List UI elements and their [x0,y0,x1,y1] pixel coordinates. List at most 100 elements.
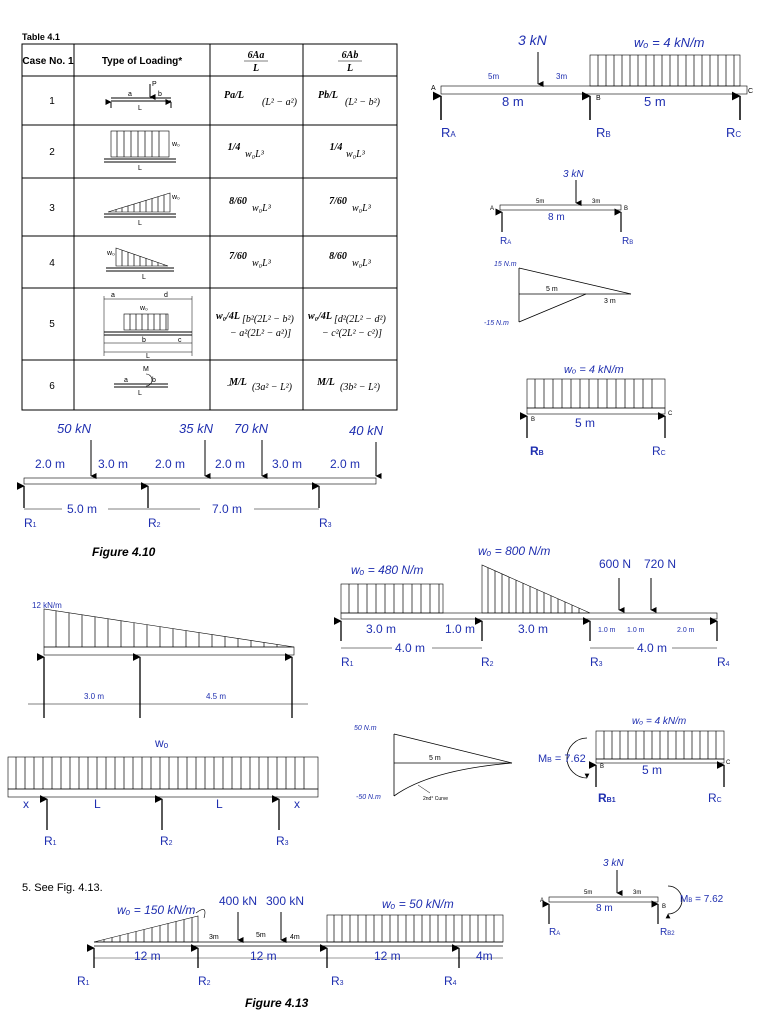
svg-text:RC: RC [708,791,722,805]
svg-text:15 N.m: 15 N.m [494,261,517,268]
svg-text:w₀L³: w₀L³ [352,203,372,214]
svg-text:1.0 m: 1.0 m [445,622,475,636]
svg-text:R1: R1 [341,655,354,669]
svg-text:wₒ = 800 N/m: wₒ = 800 N/m [478,544,550,558]
svg-text:MB = 7.62: MB = 7.62 [680,894,724,905]
svg-text:8/60: 8/60 [229,196,247,207]
svg-text:2.0 m: 2.0 m [35,457,65,471]
svg-text:3.0 m: 3.0 m [84,692,104,701]
header-loading: Type of Loading* [102,56,182,67]
svg-text:3 kN: 3 kN [518,32,548,48]
svg-text:b: b [142,337,146,344]
svg-text:C: C [748,88,753,95]
item-5-text: 5. See Fig. 4.13. [22,882,103,894]
svg-text:− c²(2L² − c²)]: − c²(2L² − c²)] [322,328,382,339]
svg-text:-50 N.m: -50 N.m [356,794,381,801]
svg-text:50 kN: 50 kN [57,421,92,436]
svg-text:B: B [531,417,535,423]
svg-text:2.0 m: 2.0 m [330,457,360,471]
svg-text:RC: RC [726,125,741,140]
svg-text:w₀/4L: w₀/4L [308,311,332,322]
svg-text:(L² − b²): (L² − b²) [345,97,381,108]
svg-text:70 kN: 70 kN [234,421,269,436]
svg-text:L: L [138,165,142,172]
moment-diagram-15: 15 N.m -15 N.m 5 m 3 m [484,261,632,327]
svg-text:wₒ = 4 kN/m: wₒ = 4 kN/m [632,716,686,727]
svg-text:RB: RB [596,125,611,140]
svg-text:1.0 m: 1.0 m [598,627,616,634]
svg-text:[d²(2L² − d²): [d²(2L² − d²) [334,314,387,325]
svg-text:4m: 4m [476,949,493,963]
svg-text:P: P [152,81,157,88]
svg-text:RA: RA [500,236,511,247]
svg-text:−: − [226,381,233,392]
svg-text:5 m: 5 m [644,94,666,109]
table-4-1: Table 4.1 Case No. 1 Type of Loading* 6A… [21,32,398,411]
svg-text:3m: 3m [209,934,219,941]
sketch-uniform-load: w₀ L [104,130,180,172]
sketch-triangular-load-right: w₀ L [104,192,180,227]
svg-text:R1: R1 [44,834,57,848]
svg-text:C: C [726,760,731,766]
svg-text:x: x [23,797,29,811]
svg-text:3m: 3m [556,72,567,81]
figure-caption: Figure 4.13 [245,996,309,1010]
svg-text:wₒ = 480 N/m: wₒ = 480 N/m [351,563,423,577]
svg-text:wₒ = 4 kN/m: wₒ = 4 kN/m [634,35,705,50]
svg-text:R2: R2 [481,655,494,669]
svg-text:3m: 3m [592,199,600,205]
figure-triangular-load-beam: 12 kN/m 3.0 m 4.5 m [28,601,308,718]
svg-text:7.0 m: 7.0 m [212,502,242,516]
svg-text:RA: RA [441,125,456,140]
svg-text:RC: RC [652,444,666,458]
svg-text:w₀: w₀ [171,141,180,148]
svg-text:L: L [94,797,101,811]
svg-text:w₀L³: w₀L³ [346,149,366,160]
svg-text:w₀: w₀ [139,305,148,312]
svg-text:M/L: M/L [316,377,335,388]
svg-text:2nd° Curve: 2nd° Curve [423,796,448,802]
svg-text:5 m: 5 m [429,755,441,762]
svg-text:7/60: 7/60 [229,251,247,262]
header-case: Case No. 1 [22,56,74,67]
svg-text:3 kN: 3 kN [603,858,624,869]
svg-text:RB2: RB2 [660,927,675,938]
svg-text:R1: R1 [24,516,37,530]
case-1: 1 [49,96,55,107]
svg-text:w₀L³: w₀L³ [252,258,272,269]
svg-text:B: B [600,764,604,770]
svg-text:4.0 m: 4.0 m [637,641,667,655]
svg-text:5 m: 5 m [575,416,595,430]
svg-text:− a²(2L² − a²)]: − a²(2L² − a²)] [230,328,291,339]
svg-text:3m: 3m [633,890,641,896]
case-4: 4 [49,258,55,269]
svg-text:12 m: 12 m [134,949,161,963]
moment-diagram-50: 50 N.m -50 N.m 5 m 2nd° Curve [354,725,513,802]
figure-4-10: 50 kN 35 kN 70 kN 40 kN 2.0 m 3.0 m 2.0 … [16,421,384,559]
svg-text:12 m: 12 m [374,949,401,963]
svg-text:4.5 m: 4.5 m [206,692,226,701]
svg-text:-15 N.m: -15 N.m [484,320,509,327]
svg-text:L: L [138,220,142,227]
svg-text:w₀/4L: w₀/4L [216,311,240,322]
svg-text:600 N: 600 N [599,557,631,571]
svg-text:RB: RB [530,444,544,458]
svg-text:12 m: 12 m [250,949,277,963]
svg-text:R3: R3 [319,516,332,530]
svg-text:C: C [668,411,673,417]
svg-text:R4: R4 [717,655,730,669]
svg-text:2.0 m: 2.0 m [677,627,695,634]
svg-text:L: L [346,63,353,74]
svg-text:RB: RB [622,236,633,247]
svg-text:7/60: 7/60 [329,196,347,207]
svg-text:a: a [124,377,128,384]
svg-text:(3a² − L²): (3a² − L²) [252,382,293,393]
svg-text:8 m: 8 m [502,94,524,109]
svg-text:L: L [252,63,259,74]
svg-text:6Aa: 6Aa [248,50,265,61]
svg-text:3.0 m: 3.0 m [272,457,302,471]
svg-text:B: B [596,95,601,102]
svg-text:4m: 4m [290,934,300,941]
svg-text:RA: RA [549,927,560,938]
svg-text:5m: 5m [488,72,499,81]
